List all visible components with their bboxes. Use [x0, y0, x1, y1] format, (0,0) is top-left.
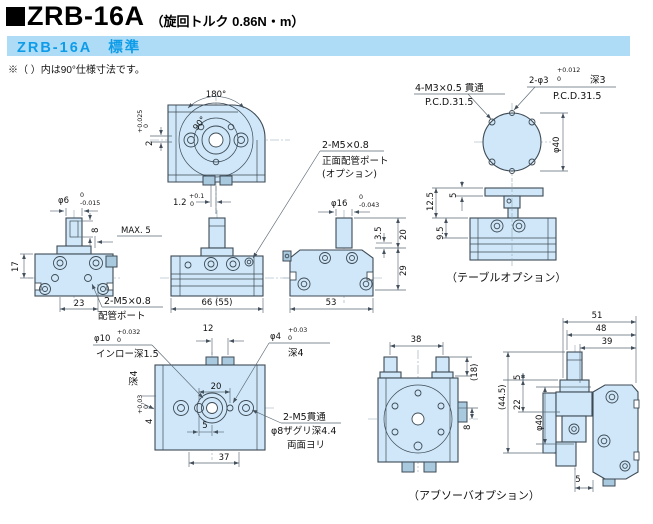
- bottom-inro-dia: φ10: [94, 334, 110, 344]
- bottom-inro-tol-upper: +0.032: [117, 329, 140, 336]
- page-header: ZRB-16A （旋回トルク 0.86N・m）: [6, 3, 304, 30]
- plan-dim12-tol-upper: +0.1: [189, 193, 204, 200]
- table-dia-dim: φ40: [552, 137, 562, 153]
- footnote: ※（ ）内は90°仕様寸法です。: [8, 65, 145, 76]
- table-pin-tol-upper: +0.012: [557, 67, 580, 74]
- table-pin-depth: 深3: [590, 75, 606, 86]
- bottom-hole-depth: 深4: [288, 348, 304, 359]
- fl-port-label-1: 2-M5×0.8: [104, 296, 151, 307]
- page-title: ZRB-16A: [27, 1, 145, 31]
- fl-slot-dim: 8: [91, 228, 101, 233]
- table-pin-pcd: P.C.D.31.5: [553, 91, 601, 102]
- plan-dim2-tol-upper: +0.025: [137, 110, 144, 133]
- bottom-hole-tol-lower: 0: [288, 335, 292, 342]
- bottom-dim-37: 37: [219, 453, 230, 463]
- table-pin-tol-lower: 0: [557, 76, 561, 83]
- plan-dim12: 1.2: [173, 198, 187, 208]
- front-width-dim: 66 (55): [202, 298, 233, 308]
- table-caption: （テーブルオプション）: [446, 270, 566, 284]
- plan-dim12-tol-lower: 0: [190, 201, 194, 208]
- abs-dim-51: 51: [592, 311, 603, 321]
- fl-shaft-dia: φ6: [58, 196, 69, 206]
- bottom-side-tol-lower: 0: [143, 405, 150, 409]
- fl-max-stroke: MAX. 5: [121, 226, 151, 236]
- fl-height-dim: 17: [11, 261, 21, 272]
- plan-angle-180: 180°: [206, 90, 226, 100]
- table-pin-label: 2-φ3: [529, 76, 549, 86]
- section-marker-icon: [6, 7, 25, 26]
- side-shaft-tol-lower: -0.043: [359, 202, 379, 209]
- bottom-dim-20: 20: [211, 382, 222, 392]
- bottom-side-dim: 4: [145, 419, 155, 424]
- table-dim-125: 12.5: [426, 192, 436, 211]
- variant-banner: ZRB-16A 標準: [7, 36, 630, 56]
- abs-dim-445: (44.5): [498, 384, 508, 410]
- front-port-label-3: (オプション): [322, 169, 377, 180]
- bottom-m5-label-3: 両面ヨリ: [287, 440, 325, 451]
- table-m3-pcd: P.C.D.31.5: [425, 97, 473, 108]
- front-port-label-1: 2-M5×0.8: [322, 140, 369, 151]
- side-width-dim: 53: [326, 298, 337, 308]
- absorber-caption: （アブソーバオプション）: [408, 488, 540, 502]
- side-dim-35: 3.5: [374, 226, 384, 240]
- abs-dim-38: 38: [411, 335, 422, 345]
- plan-dim2: 2: [145, 141, 155, 146]
- table-option-view: 4-M3×0.5 貫通 P.C.D.31.5 2-φ3 +0.012 0 深3 …: [414, 67, 616, 284]
- abs-dim-40: φ40: [535, 415, 545, 431]
- fl-port-label-2: 配管ポート: [98, 310, 146, 322]
- bottom-m5-label-2: φ8ザグリ深4.4: [271, 425, 336, 437]
- torque-spec: （旋回トルク 0.86N・m）: [150, 14, 305, 29]
- table-dim-5: 5: [449, 193, 459, 198]
- absorber-top-view: 38 (18) 8: [368, 335, 480, 473]
- table-dim-95: 9.5: [436, 226, 446, 240]
- variant-banner-label: ZRB-16A 標準: [17, 39, 142, 56]
- front-left-view: φ6 0 -0.015 8 MAX. 5 17 23 2-M5×0.8 配管ポー…: [11, 192, 163, 322]
- fl-shaft-tol-upper: 0: [80, 192, 84, 199]
- abs-dim-5a: 5: [513, 375, 523, 380]
- abs-dim-8: 8: [463, 425, 473, 430]
- bottom-hole-dia: φ4: [270, 332, 281, 342]
- plan-dim2-tol-lower: 0: [143, 124, 150, 128]
- front-port-label-2: 正面配管ポート: [322, 155, 389, 167]
- abs-dim-22: 22: [513, 399, 523, 410]
- fl-width-dim: 23: [74, 299, 85, 309]
- bottom-inro-tol-lower: 0: [117, 337, 121, 344]
- bottom-side-tol-upper: +0.03: [137, 395, 144, 414]
- side-dim-29: 29: [399, 265, 409, 276]
- plan-view: 180° 90° +0.025 0 2 1.2 +0.1 0: [137, 90, 290, 214]
- bottom-view: φ10 +0.032 0 インロー深1.5 12 φ4 +0.03 0 深4 2…: [93, 324, 341, 467]
- bottom-hole-tol-upper: +0.03: [288, 327, 307, 334]
- bottom-inro-depth: インロー深1.5: [96, 349, 159, 360]
- fl-shaft-tol-lower: -0.015: [80, 200, 100, 207]
- bottom-dim-5: 5: [202, 421, 207, 431]
- bottom-m5-label-1: 2-M5貫通: [283, 412, 326, 423]
- abs-dim-18: (18): [470, 364, 480, 381]
- side-shaft-tol-upper: 0: [359, 194, 363, 201]
- absorber-side-view: 51 48 39 (44.5) 5 22 φ40 5 （アブソーバオプション）: [408, 311, 640, 502]
- side-shaft-dia: φ16: [331, 199, 347, 209]
- front-view: 66 (55) 2-M5×0.8 正面配管ポート (オプション): [160, 140, 389, 313]
- side-dim-20: 20: [399, 229, 409, 240]
- table-m3-label: 4-M3×0.5 貫通: [415, 83, 484, 94]
- abs-dim-39: 39: [602, 337, 613, 347]
- right-side-view: φ16 0 -0.043 3.5 20 29 53: [282, 194, 409, 313]
- abs-dim-5b: 5: [575, 475, 580, 485]
- bottom-dim-12: 12: [203, 324, 214, 334]
- abs-dim-48: 48: [596, 324, 607, 334]
- bottom-side-depth: 深4: [129, 370, 140, 386]
